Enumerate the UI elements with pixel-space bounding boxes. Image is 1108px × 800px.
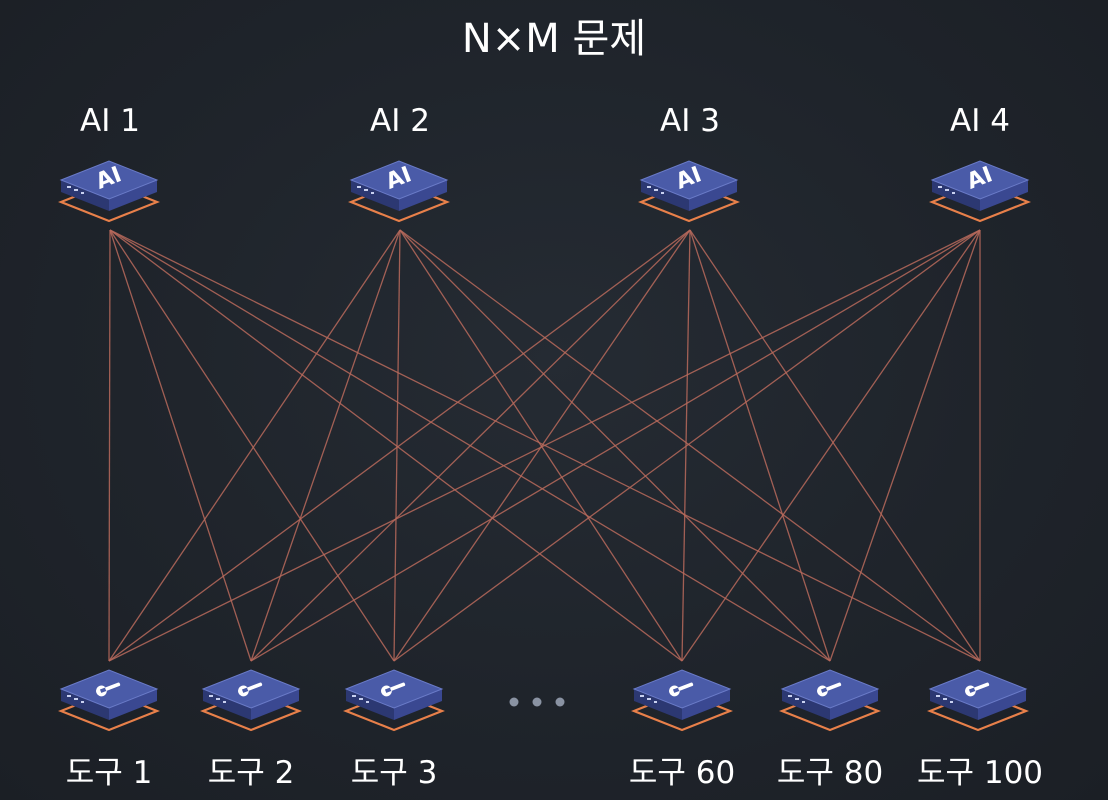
tool-node [59,668,159,732]
tool-label-100: 도구 100 [917,755,1043,791]
connection-line-ai1-tool3 [109,229,395,662]
connection-line-ai3-tool3 [393,229,691,662]
page-title: N×M 문제 [462,16,646,62]
connection-line-ai2-tool3 [393,229,401,662]
ai-label-2: AI 2 [370,103,430,139]
tool-node [632,668,732,732]
wrench-icon [238,682,263,697]
tool-node [928,668,1028,732]
connection-line-ai2-tool1 [108,229,401,662]
connection-line-ai3-tool2 [250,229,691,662]
ai-label-4: AI 4 [950,103,1010,139]
connection-line-ai3-tool1 [108,229,691,662]
connection-line-ai4-tool3 [393,229,981,662]
wrench-icon [817,682,842,697]
connection-line-ai3-tool5 [689,229,831,662]
connection-line-ai2-tool6 [399,229,981,662]
connection-line-ai4-tool4 [681,229,981,662]
tool-node [780,668,880,732]
connection-line-ai1-tool2 [109,229,252,662]
ai-node-group: AI AI AI AI AI 1 AI 2 AI 3 AI 4 [59,103,1030,223]
connection-line-ai3-tool6 [689,229,981,662]
wrench-icon [96,682,121,697]
connection-line-ai4-tool2 [250,229,981,662]
ai-node: AI [59,159,159,223]
connection-line-ai4-tool5 [829,229,981,662]
wrench-icon [965,682,990,697]
wrench-icon [669,682,694,697]
tool-label-2: 도구 2 [208,755,295,791]
connection-line-ai4-tool1 [108,229,981,662]
connection-line-ai1-tool4 [109,229,683,662]
tool-label-3: 도구 3 [351,755,438,791]
tool-node-group: 도구 1 도구 2 도구 3 도구 60 도구 80 도구 100 [59,668,1043,791]
tool-node [344,668,444,732]
tool-label-60: 도구 60 [629,755,735,791]
ai-label-1: AI 1 [80,103,140,139]
ai-node: AI [930,159,1030,223]
connection-line-ai2-tool4 [399,229,683,662]
tool-label-1: 도구 1 [66,755,153,791]
ai-node: AI [349,159,449,223]
ai-node: AI [639,159,739,223]
connection-lines [108,229,981,662]
ai-label-3: AI 3 [660,103,720,139]
connection-line-ai2-tool2 [250,229,401,662]
ellipsis-icon [509,697,565,707]
tool-node [201,668,301,732]
connection-line-ai1-tool1 [108,229,111,662]
tool-label-80: 도구 80 [777,755,883,791]
wrench-icon [381,682,406,697]
